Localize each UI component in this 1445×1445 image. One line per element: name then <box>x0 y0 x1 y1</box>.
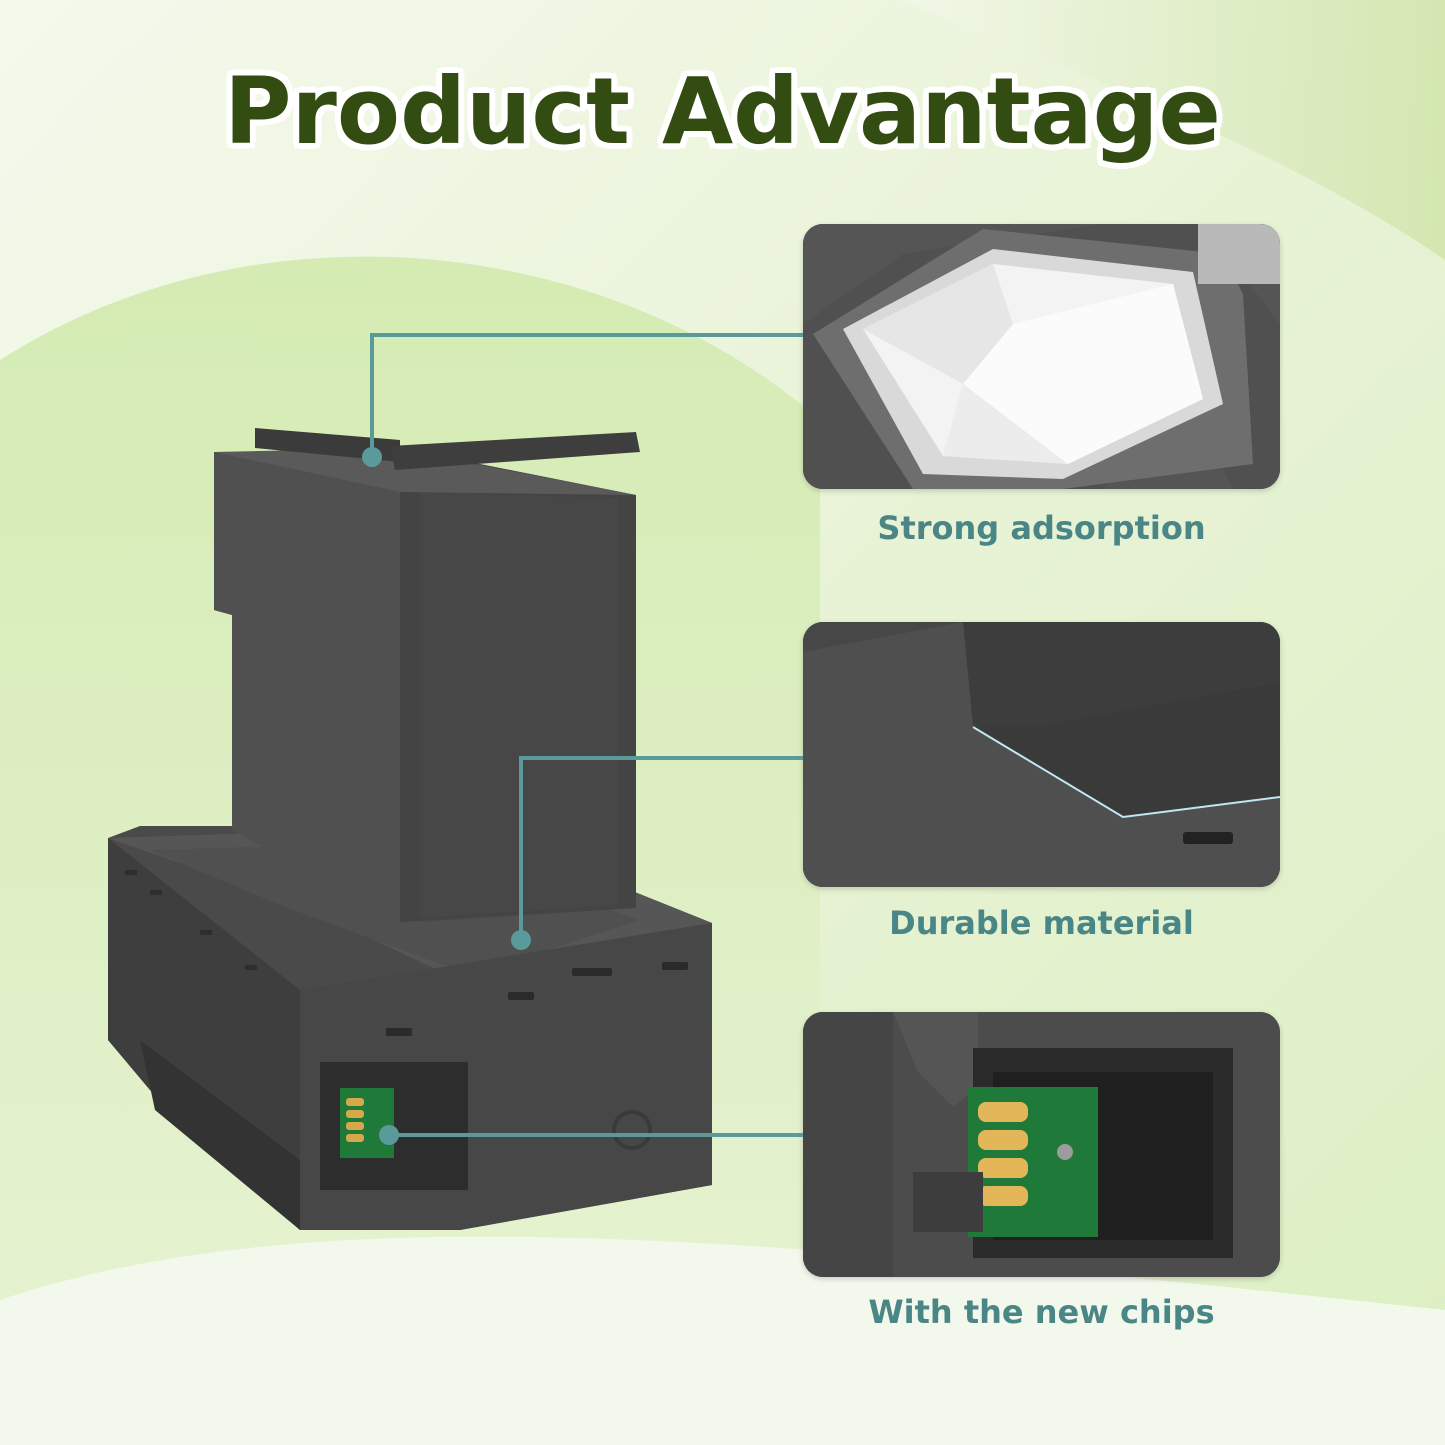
chip-icon <box>803 1012 1280 1277</box>
feature-caption-durable: Durable material <box>889 904 1194 942</box>
plastic-edge-icon <box>803 622 1280 887</box>
foam-pad-icon <box>803 224 1280 489</box>
feature-caption-adsorption: Strong adsorption <box>877 509 1206 547</box>
feature-image-durable-material <box>803 622 1280 887</box>
page-title: Product Advantage <box>224 58 1221 165</box>
feature-caption-chips: With the new chips <box>868 1293 1215 1331</box>
feature-image-chip <box>803 1012 1280 1277</box>
feature-image-foam-pad <box>803 224 1280 489</box>
